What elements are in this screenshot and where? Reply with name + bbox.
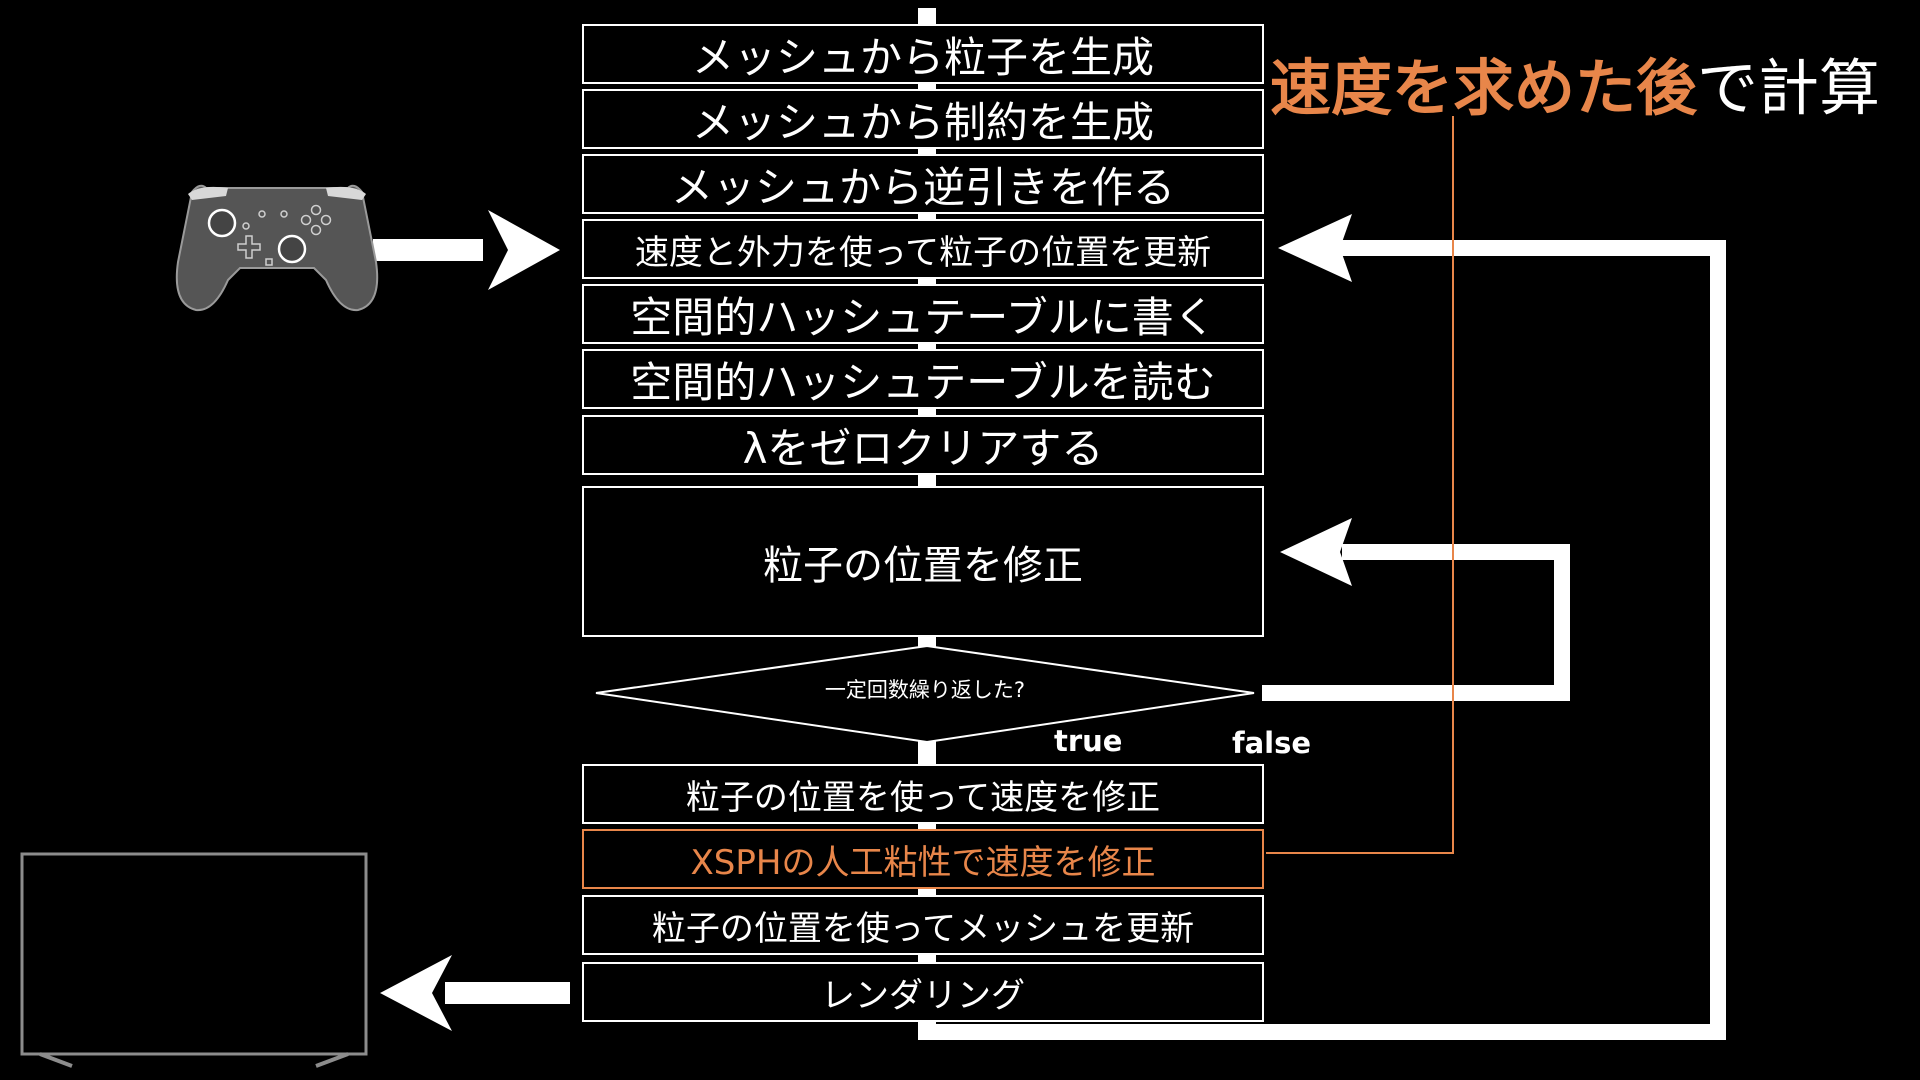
input-arrow-shaft — [373, 239, 483, 261]
step-update-mesh: 粒子の位置を使ってメッシュを更新 — [582, 895, 1264, 955]
note-connector-line — [1266, 116, 1454, 854]
game-controller-icon — [175, 184, 379, 312]
annotation-rest: で計算 — [1697, 53, 1881, 124]
step-update-positions: 速度と外力を使って粒子の位置を更新 — [582, 219, 1264, 279]
false-branch-label: false — [1232, 726, 1312, 760]
inner-loop-arrowhead — [1280, 518, 1352, 586]
annotation-note: 速度を求めた後で計算 — [1270, 38, 1915, 127]
step-correct-positions: 粒子の位置を修正 — [582, 486, 1264, 637]
outer-loop-arrowhead — [1278, 214, 1352, 282]
true-branch-label: true — [1054, 724, 1123, 758]
step-rendering: レンダリング — [582, 962, 1264, 1022]
step-build-reverse-lookup: メッシュから逆引きを作る — [582, 154, 1264, 214]
input-arrow-head — [488, 210, 560, 290]
step-generate-constraints: メッシュから制約を生成 — [582, 89, 1264, 149]
step-read-hash-table: 空間的ハッシュテーブルを読む — [582, 349, 1264, 409]
annotation-highlight: 速度を求めた後 — [1270, 53, 1698, 124]
decision-diamond — [595, 644, 1255, 744]
step-clear-lambda: λをゼロクリアする — [582, 415, 1264, 475]
output-arrow-shaft — [445, 982, 570, 1004]
decision-label: 一定回数繰り返した? — [824, 678, 1026, 702]
step-write-hash-table: 空間的ハッシュテーブルに書く — [582, 284, 1264, 344]
inner-loop-line — [1262, 544, 1570, 701]
step-xsph-viscosity: XSPHの人工粘性で速度を修正 — [582, 829, 1264, 889]
step-generate-particles: メッシュから粒子を生成 — [582, 24, 1264, 84]
outer-loop-line — [918, 240, 1726, 1040]
output-arrow-head — [380, 955, 452, 1031]
step-correct-velocity: 粒子の位置を使って速度を修正 — [582, 764, 1264, 824]
monitor-icon — [20, 852, 368, 1068]
